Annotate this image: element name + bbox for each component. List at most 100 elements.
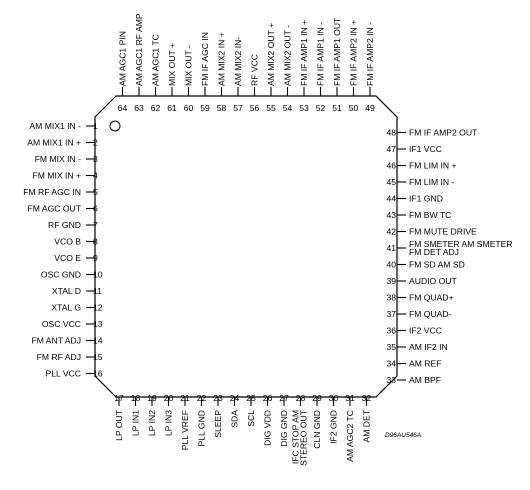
pin-47-number: 47 — [386, 144, 396, 154]
pin-42-number: 42 — [386, 227, 396, 237]
pin-1-label-am-mix1-in: AM MIX1 IN - — [29, 121, 81, 131]
pin-46-number: 46 — [386, 161, 396, 171]
pin-19-number: 19 — [147, 393, 157, 403]
pin-25-number: 25 — [246, 393, 256, 403]
pin-33-label-am-bpf: AM BPF — [409, 375, 441, 385]
pin-26-label-dig-vdd: DIG VDD — [263, 410, 273, 446]
pin-43-label-fm-bw-tc: FM BW TC — [409, 210, 451, 220]
pin-27-label-dig-gnd: DIG GND — [279, 410, 289, 447]
pin-28-label-ifc-stop-am: IFC STOP AM — [291, 410, 301, 464]
pin-55-label-am-mix2-out: AM MIX2 OUT + — [266, 23, 276, 86]
pin-25-label-scl: SCL — [246, 410, 256, 427]
pin-4-number: 4 — [93, 171, 98, 181]
pin-48-label-fm-if-amp2-out: FM IF AMP2 OUT — [409, 128, 478, 138]
pin-45-number: 45 — [386, 177, 396, 187]
pin-27-number: 27 — [279, 393, 289, 403]
pin-58-number: 58 — [217, 103, 227, 113]
pin-64-number: 64 — [118, 103, 128, 113]
pin-35-number: 35 — [386, 342, 396, 352]
pin-8-number: 8 — [93, 237, 98, 247]
pin-58-label-am-mix2-in: AM MIX2 IN + — [217, 32, 227, 86]
pin-51-label-fm-if-amp1-out: FM IF AMP1 OUT — [332, 17, 342, 86]
pin-1-indicator-circle — [109, 120, 121, 132]
pins-layer: 1AM MIX1 IN -2AM MIX1 IN +3FM MIX IN -4F… — [23, 13, 512, 466]
pin-61-label-mix-out: MIX OUT + — [167, 43, 177, 86]
pin-50-number: 50 — [349, 103, 359, 113]
pin-63-number: 63 — [134, 103, 144, 113]
pin-32-number: 32 — [362, 393, 372, 403]
pin-44-label-if1-gnd: IF1 GND — [409, 194, 443, 204]
pin-49-number: 49 — [365, 103, 375, 113]
pin-48-number: 48 — [386, 128, 396, 138]
pin-19-label-lp-in2: LP IN2 — [147, 410, 157, 436]
pin-61-number: 61 — [167, 103, 177, 113]
pin-30-label-if2-gnd: IF2 GND — [329, 410, 339, 444]
pin-54-number: 54 — [283, 103, 293, 113]
pin-22-label-pll-gnd: PLL GND — [197, 410, 207, 446]
pin-31-number: 31 — [345, 393, 355, 403]
pin-52-label-fm-if-amp1-in: FM IF AMP1 IN - — [316, 22, 326, 86]
pin-4-label-fm-mix-in: FM MIX IN + — [33, 171, 81, 181]
pin-11-label-xtal-d: XTAL D — [52, 286, 81, 296]
pin-12-label-xtal-g: XTAL G — [51, 303, 81, 313]
package-outline-group: D96AU546A — [94, 95, 421, 439]
pin-39-label-audio-out: AUDIO OUT — [409, 276, 457, 286]
pin-5-label-fm-rf-agc-in: FM RF AGC IN — [23, 187, 81, 197]
pin-6-number: 6 — [93, 204, 98, 214]
pin-18-label-lp-in1: LP IN1 — [131, 410, 141, 436]
pin-17-label-lp-out: LP OUT — [114, 409, 124, 441]
pin-40-number: 40 — [386, 260, 396, 270]
package-body — [94, 95, 398, 398]
pin-16-number: 16 — [93, 369, 103, 379]
pin-62-label-am-agc1-tc: AM AGC1 TC — [151, 34, 161, 86]
pin-57-number: 57 — [233, 103, 243, 113]
pin-14-number: 14 — [93, 336, 103, 346]
pin-59-label-fm-if-agc-in: FM IF AGC IN — [200, 32, 210, 86]
pin-15-number: 15 — [93, 352, 103, 362]
pin-11-number: 11 — [93, 286, 102, 296]
pin-9-number: 9 — [93, 253, 98, 263]
pin-31-label-am-agc2-tc: AM AGC2 TC — [345, 410, 355, 462]
pin-37-number: 37 — [386, 309, 396, 319]
pin-34-label-am-ref: AM REF — [409, 359, 441, 369]
pin-41-label-fm-det-adj: FM DET ADJ — [409, 247, 459, 257]
pin-36-number: 36 — [386, 326, 396, 336]
pin-54-label-am-mix2-out: AM MIX2 OUT - — [283, 25, 293, 86]
pin-47-label-if1-vcc: IF1 VCC — [409, 144, 442, 154]
pin-38-number: 38 — [386, 293, 396, 303]
pin-17-number: 17 — [114, 393, 124, 403]
pin-21-number: 21 — [180, 393, 190, 403]
pin-42-label-fm-mute-drive: FM MUTE DRIVE — [409, 227, 477, 237]
pin-52-number: 52 — [316, 103, 326, 113]
pin-29-number: 29 — [312, 393, 322, 403]
pin-15-label-fm-rf-adj: FM RF ADJ — [37, 352, 81, 362]
pin-32-label-am-det: AM DET — [362, 409, 372, 442]
pin-56-label-rf-vcc: RF VCC — [250, 54, 260, 86]
pin-18-number: 18 — [131, 393, 141, 403]
pin-21-label-pll-vref: PLL VREF — [180, 410, 190, 450]
pin-13-number: 13 — [93, 319, 103, 329]
pin-6-label-fm-agc-out: FM AGC OUT — [28, 204, 82, 214]
pin-28-label-stereo-out: STEREO OUT — [299, 409, 309, 466]
pin-57-label-am-mix2-in: AM MIX2 IN- — [233, 37, 243, 86]
pin-59-number: 59 — [200, 103, 210, 113]
pin-29-label-cln-gnd: CLN GND — [312, 410, 322, 449]
pin-7-number: 7 — [93, 220, 98, 230]
pin-40-label-fm-sd-am-sd: FM SD AM SD — [409, 260, 465, 270]
pin-60-label-mix-out: MIX OUT - — [184, 45, 194, 86]
pin-45-label-fm-lim-in: FM LIM IN - — [409, 177, 454, 187]
pin-53-number: 53 — [299, 103, 309, 113]
pin-8-label-vco-b: VCO B — [54, 237, 81, 247]
pin-1-number: 1 — [93, 121, 98, 131]
pin-44-number: 44 — [386, 194, 396, 204]
pin-26-number: 26 — [263, 393, 273, 403]
pin-9-label-vco-e: VCO E — [54, 253, 81, 263]
pin-20-number: 20 — [164, 393, 174, 403]
pin-12-number: 12 — [93, 303, 103, 313]
pin-63-label-am-agc1-rf-amp: AM AGC1 RF AMP — [134, 13, 144, 86]
pin-41-label-fm-smeter-am-smeter: FM SMETER AM SMETER — [409, 239, 513, 249]
pin-62-number: 62 — [151, 103, 161, 113]
pin-10-label-osc-gnd: OSC GND — [41, 270, 81, 280]
pin-24-number: 24 — [230, 393, 240, 403]
